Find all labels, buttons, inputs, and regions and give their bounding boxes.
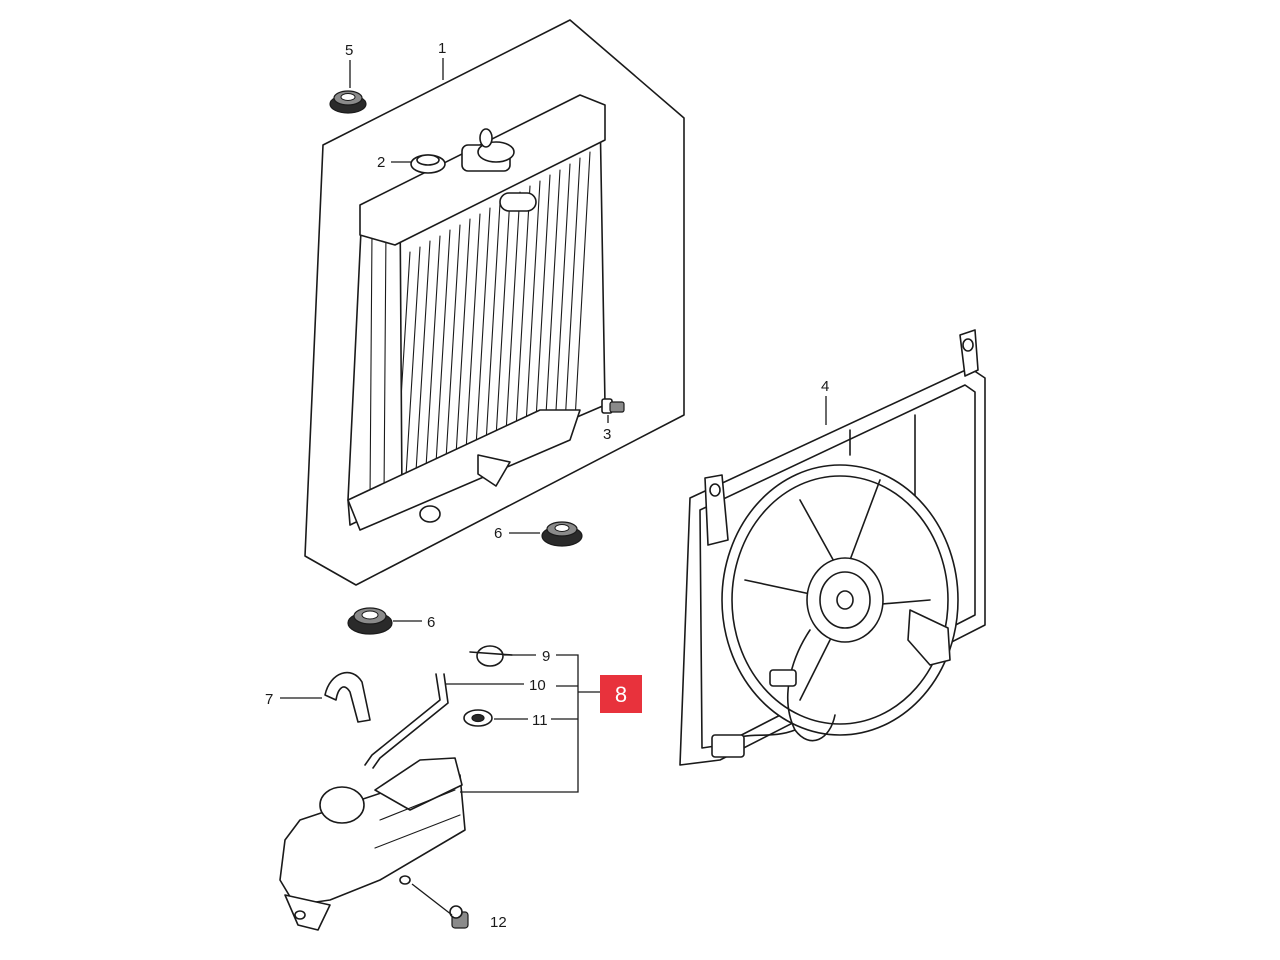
radiator-group-frame [304, 19, 685, 586]
radiator-upper-outlet [499, 192, 537, 212]
part-2-radiator-cap [410, 154, 446, 174]
coolant-reservoir [279, 757, 466, 931]
leader-lines [280, 58, 827, 916]
callout-9: 9 [542, 648, 550, 665]
callout-3: 3 [603, 426, 611, 443]
callout-4: 4 [821, 378, 829, 395]
radiator-lower-outlet [419, 505, 441, 523]
callout-6-lower: 6 [427, 614, 435, 631]
part-6-grommet-lower [347, 607, 393, 635]
part-10-overflow-hose [364, 673, 449, 769]
group-8-bracket [460, 654, 579, 793]
callout-7: 7 [265, 691, 273, 708]
callout-2: 2 [377, 154, 385, 171]
callout-11: 11 [532, 712, 548, 729]
reservoir-filler-neck [319, 786, 365, 824]
part-5-grommet [329, 90, 367, 114]
part-6-grommet-upper [541, 521, 583, 547]
callout-8: 8 [615, 682, 627, 707]
callout-1: 1 [438, 40, 446, 57]
part-7-hose [324, 671, 371, 723]
fan-shroud-assembly [679, 329, 986, 766]
part-11-grommet [463, 709, 493, 727]
radiator-bottom-tank [347, 409, 581, 531]
radiator-assembly [304, 19, 685, 586]
callout-12: 12 [490, 914, 507, 931]
callout-5: 5 [345, 42, 353, 59]
callout-10: 10 [529, 677, 546, 694]
part-12-bolt [449, 905, 469, 929]
part-3-drain-plug [601, 398, 625, 414]
fan-connector [711, 734, 745, 758]
radiator-left-tank [347, 199, 403, 526]
callout-8-highlight: 8 [600, 675, 642, 713]
part-9-reservoir-cap [469, 645, 513, 667]
callout-6-upper: 6 [494, 525, 502, 542]
radiator-fins [384, 151, 591, 501]
